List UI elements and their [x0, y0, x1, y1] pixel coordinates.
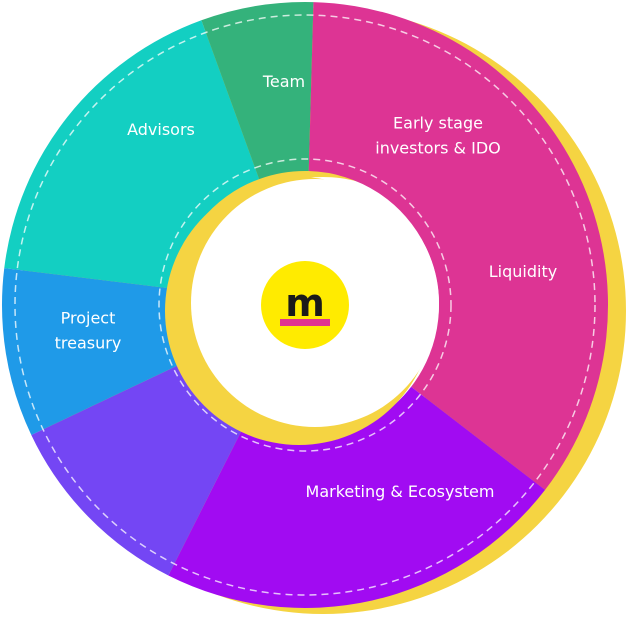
slice-marketing-ecosystem: [308, 2, 609, 490]
dashed-guides: [14, 14, 596, 596]
slice-team: [1, 268, 184, 435]
center-logo: m: [165, 177, 439, 445]
slice-label: Marketing & Ecosystem: [306, 482, 495, 501]
slice-labels: Early stage investors & IDO LiquidityMarke…: [55, 72, 558, 501]
slice-label: treasury: [55, 334, 122, 353]
slice-liquidity: [201, 2, 314, 180]
outer-dashed-ring: [14, 14, 596, 596]
inner-dashed-ring: [158, 158, 452, 452]
logo-letter: m: [285, 281, 325, 325]
logo-circle: [261, 261, 349, 349]
slice-label: Early stage: [393, 114, 483, 133]
slice-advisors: [31, 362, 245, 576]
slice-label: Liquidity: [489, 262, 557, 281]
slice-project-treasury: [168, 386, 546, 608]
slice-label: investors & IDO: [375, 139, 501, 158]
logo-underline: [280, 319, 330, 326]
slice-label: Team: [262, 72, 305, 91]
slice-label: Project: [61, 309, 116, 328]
slice-early-stage-investors-ido: [4, 20, 260, 289]
slice-label: Advisors: [127, 120, 195, 139]
slices-group: [1, 2, 609, 608]
